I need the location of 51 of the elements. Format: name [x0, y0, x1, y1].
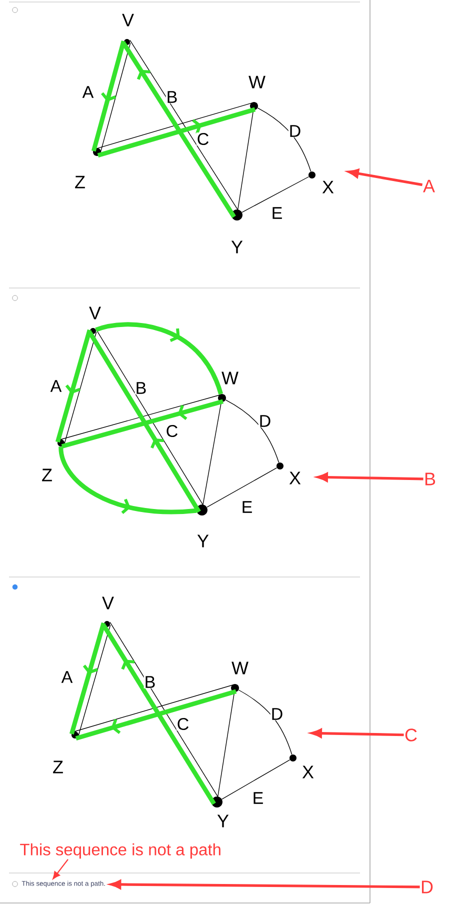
- edge-label: D: [258, 414, 272, 428]
- edge-label: E: [252, 792, 264, 804]
- edge-label: B: [144, 676, 156, 688]
- graph-edge: [238, 690, 292, 755]
- graph-edge: [206, 467, 278, 508]
- vertex-label: Y: [231, 240, 243, 254]
- vertex-label: X: [289, 472, 301, 484]
- vertex-label: W: [222, 372, 238, 384]
- vertex-label: V: [122, 14, 134, 26]
- vertex-label: Y: [197, 534, 209, 548]
- annotation-letter: A: [423, 180, 435, 192]
- graph-edge: [238, 110, 254, 210]
- vertex-label: X: [322, 180, 334, 194]
- edge-label: E: [270, 206, 284, 220]
- graph-edge: [60, 394, 222, 440]
- vertex-label: V: [102, 596, 114, 610]
- graph-edge: [74, 684, 234, 732]
- edge-label: B: [166, 90, 178, 104]
- edge-label: C: [196, 132, 210, 146]
- annotation-letter: C: [405, 728, 417, 742]
- graph-edge: [96, 102, 254, 149]
- vertex-label: Z: [42, 468, 52, 482]
- edge-label: B: [134, 382, 148, 394]
- edge-label: E: [240, 500, 254, 514]
- vertex-label: W: [248, 76, 266, 88]
- graph-edge: [225, 400, 280, 463]
- annotation-letter: B: [425, 472, 436, 486]
- edge-label: D: [288, 124, 302, 138]
- graph-edge: [202, 402, 222, 505]
- edge-label: A: [82, 86, 94, 98]
- graph-edge: [64, 332, 97, 444]
- edge-label: A: [60, 670, 74, 684]
- graph-edge: [222, 760, 290, 800]
- vertex-label: Z: [75, 176, 85, 188]
- edge-label: C: [165, 424, 179, 438]
- graph-edge: [100, 42, 131, 154]
- edge-label: C: [176, 717, 190, 731]
- graph-edge: [78, 624, 111, 736]
- edge-label: D: [270, 708, 284, 720]
- annotation-letter: D: [422, 880, 433, 894]
- vertex-label: W: [232, 662, 248, 674]
- vertex-label: Z: [53, 760, 63, 774]
- vertex-label: V: [89, 306, 101, 320]
- vertex-label: X: [302, 766, 314, 778]
- annotation-text: This sequence is not a path: [20, 843, 220, 859]
- graph-edge: [242, 176, 310, 213]
- edge-label: A: [50, 380, 62, 392]
- graph-edge: [218, 692, 235, 797]
- arrow: [52, 859, 68, 880]
- graph-edge: [257, 108, 312, 172]
- vertex-label: Y: [217, 814, 229, 828]
